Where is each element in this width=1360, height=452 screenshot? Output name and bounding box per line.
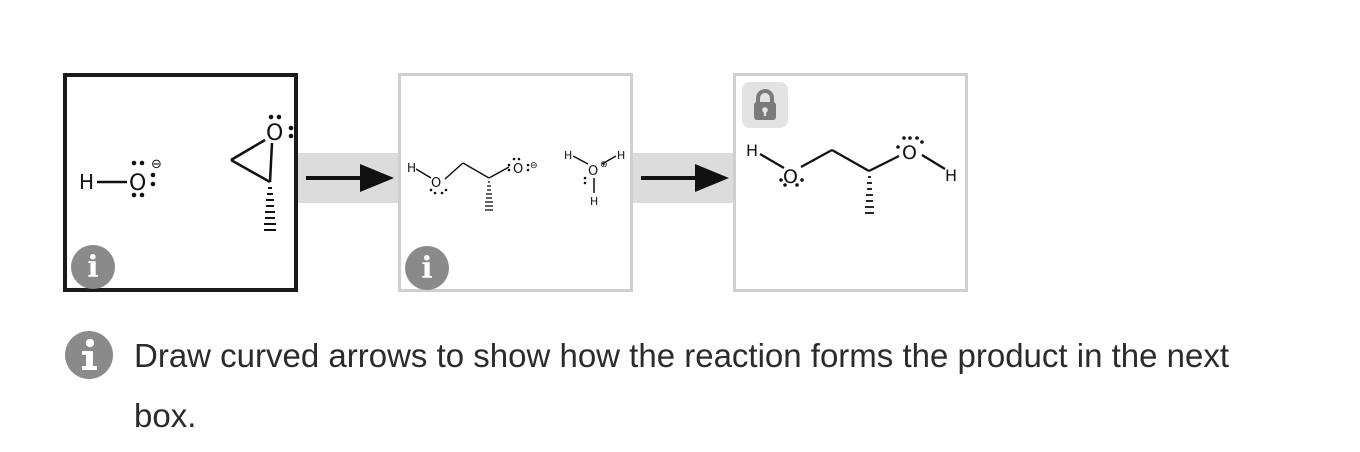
atom-label: H: [590, 195, 598, 208]
atom-label: O: [513, 162, 523, 177]
atom-label: O: [431, 176, 441, 191]
info-icon[interactable]: i: [71, 245, 115, 289]
atom-label: H: [746, 141, 758, 160]
info-icon[interactable]: i: [405, 246, 449, 290]
atom-label: H: [945, 166, 957, 185]
charge-label: ⊖: [151, 157, 162, 172]
atom-label: O: [266, 121, 283, 146]
atom-label: O: [129, 171, 146, 196]
info-icon[interactable]: [64, 330, 114, 380]
reaction-arrow-icon: [306, 164, 394, 192]
intermediate-structure: H O O ⊖ H O ⊕ H H: [407, 149, 625, 211]
lock-icon: [742, 82, 788, 128]
charge-label: ⊖: [530, 161, 538, 171]
instruction-text: Draw curved arrows to show how the react…: [134, 337, 1230, 434]
reactants-panel[interactable]: H O ⊖ O i: [63, 73, 298, 292]
atom-label: H: [564, 149, 572, 162]
atom-label: H: [79, 170, 94, 194]
atom-label: O: [902, 142, 917, 164]
atom-label: H: [617, 149, 625, 162]
intermediate-panel[interactable]: H O O ⊖ H O ⊕ H H i: [398, 73, 633, 292]
product-structure: H O O H: [746, 136, 957, 214]
atom-label: O: [588, 164, 598, 179]
atom-label: O: [783, 166, 798, 188]
reactants-structure: H O ⊖ O: [79, 114, 294, 231]
atom-label: H: [407, 161, 416, 175]
charge-label: ⊕: [600, 160, 608, 170]
reaction-arrow-icon: [641, 164, 729, 192]
product-panel: H O O H: [733, 73, 968, 292]
